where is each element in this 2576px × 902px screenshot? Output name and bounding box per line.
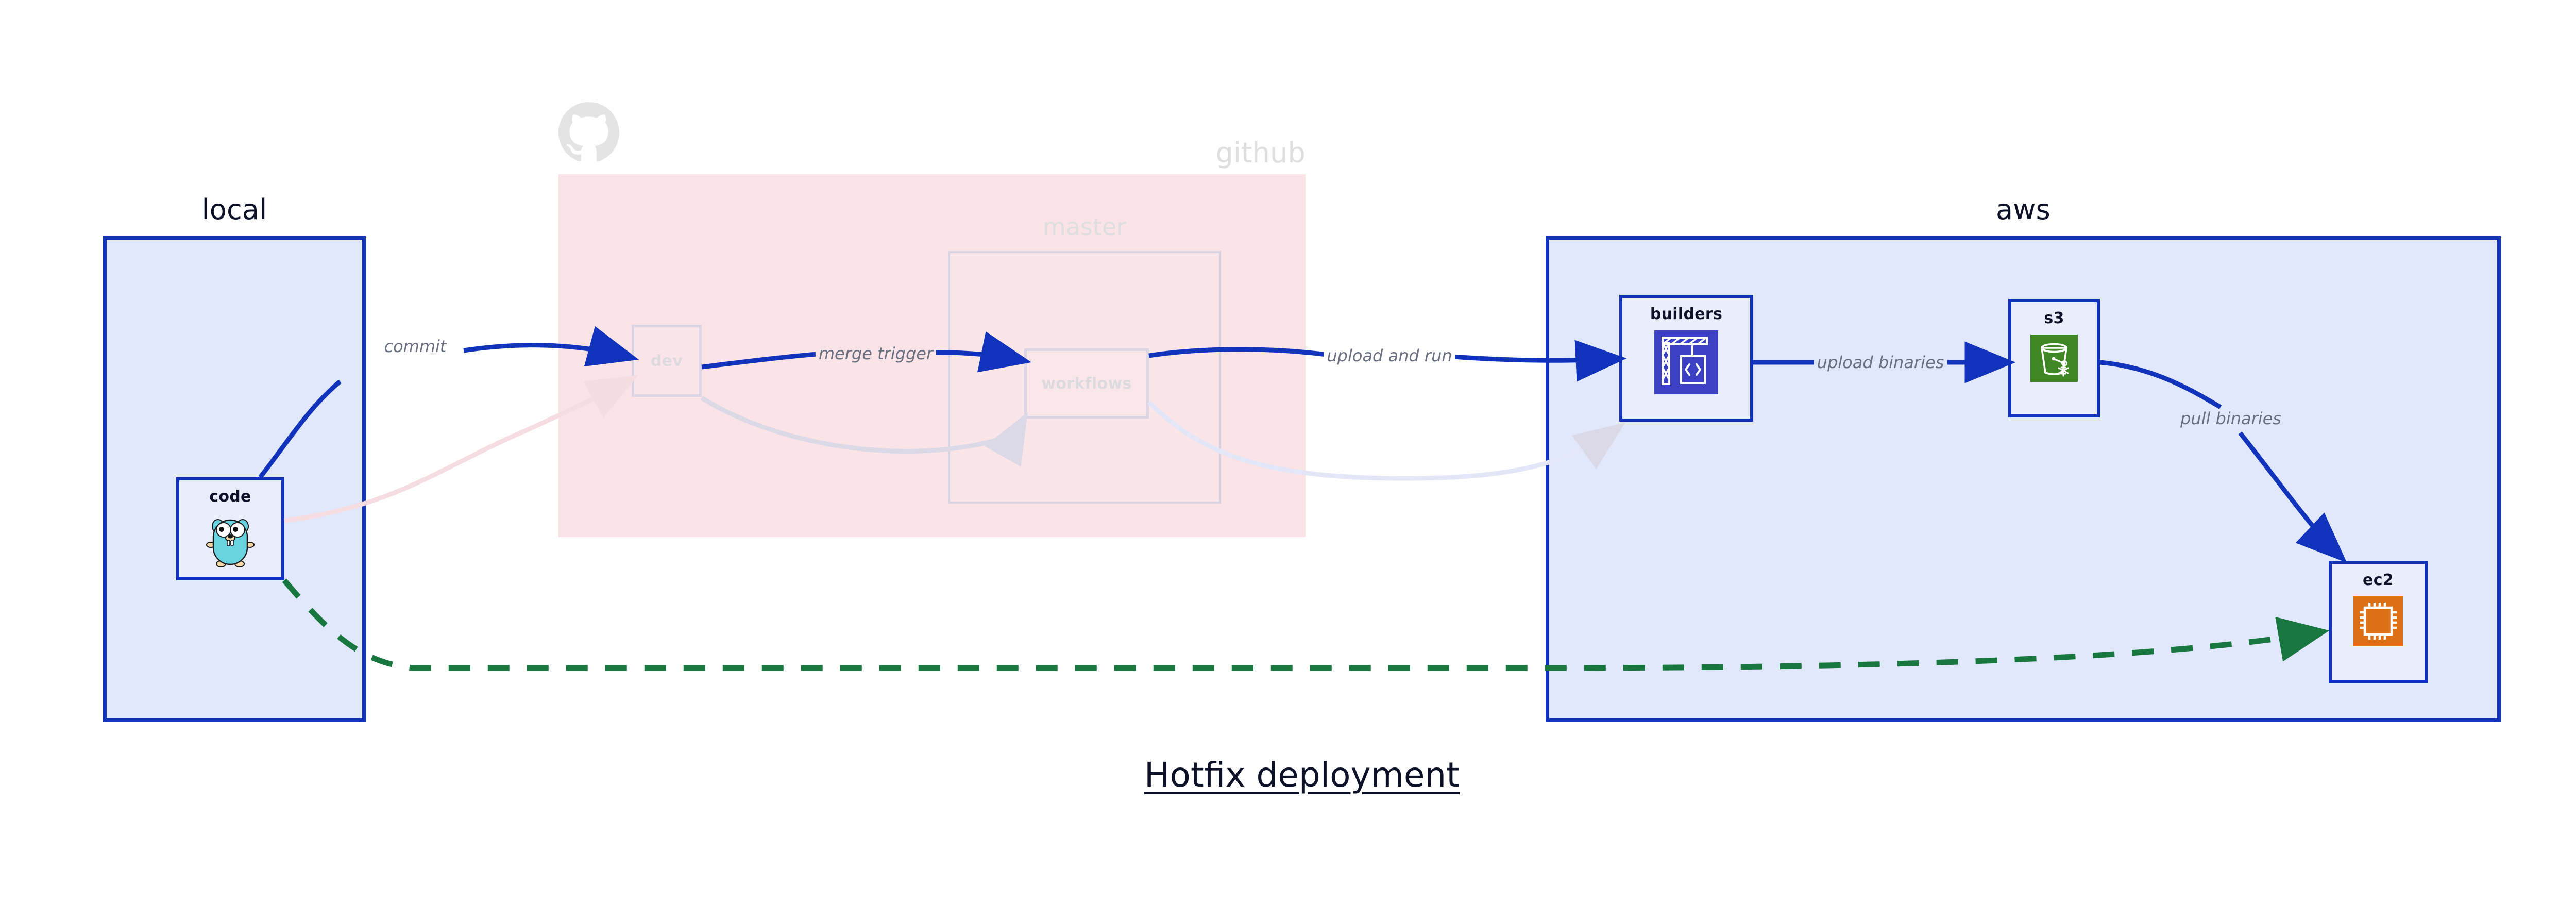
cluster-title-aws: aws [1996,193,2050,226]
edge-label-upload-and-run: upload and run [1324,346,1455,365]
diagram-caption: Hotfix deployment [1144,755,1460,795]
node-dev[interactable]: dev [632,325,702,397]
aws-ec2-chip-icon [2353,596,2403,646]
node-workflows[interactable]: workflows [1024,348,1149,419]
aws-s3-bucket-icon [2030,335,2078,382]
aws-codebuild-icon [1654,330,1718,394]
node-code-label: code [209,488,251,506]
node-ec2-label: ec2 [2363,571,2394,589]
node-workflows-label: workflows [1041,374,1132,393]
edge-label-commit: commit [381,337,450,356]
node-code[interactable]: code [176,477,284,580]
node-s3-label: s3 [2044,309,2064,327]
cluster-title-github: github [1215,137,1306,169]
node-s3[interactable]: s3 [2008,299,2100,417]
edge-label-pull-binaries: pull binaries [2177,409,2285,428]
node-ec2[interactable]: ec2 [2329,561,2428,683]
node-dev-label: dev [650,352,683,370]
cluster-title-local: local [201,193,267,226]
github-octocat-icon [558,102,619,162]
go-gopher-icon [206,519,255,567]
node-builders[interactable]: builders [1619,295,1753,422]
edge-label-merge-trigger: merge trigger [815,344,937,363]
node-builders-label: builders [1650,305,1723,323]
edge-label-upload-binaries: upload binaries [1814,353,1947,372]
subcluster-title-master: master [1042,213,1127,241]
